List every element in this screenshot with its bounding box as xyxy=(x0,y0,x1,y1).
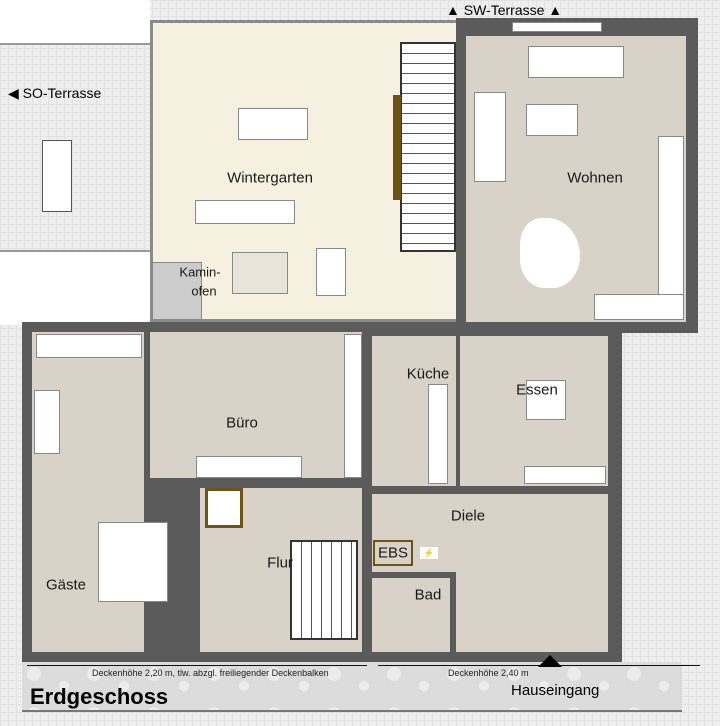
bench xyxy=(524,466,606,484)
floor-title: Erdgeschoss xyxy=(30,684,169,709)
bed xyxy=(98,522,168,602)
armchair xyxy=(316,248,346,296)
garden-strip xyxy=(0,250,150,325)
label-gaeste: Gäste xyxy=(45,576,87,594)
label-wohnen: Wohnen xyxy=(567,169,623,187)
window xyxy=(512,22,602,32)
label-buero: Büro xyxy=(226,414,258,432)
label-wintergarten: Wintergarten xyxy=(227,169,313,187)
kitchen-counter xyxy=(428,384,448,484)
entrance-arrow-icon xyxy=(538,655,562,667)
stair-small xyxy=(205,488,243,528)
sw-terrace-text: SW-Terrasse xyxy=(463,2,545,18)
sofa xyxy=(474,92,506,182)
label-diele: Diele xyxy=(450,507,486,525)
lightning-icon: ⚡ xyxy=(420,547,438,559)
terrace-table xyxy=(42,140,72,212)
cabinet xyxy=(344,334,362,478)
so-terrace-text: SO-Terrasse xyxy=(22,85,102,101)
label-flur: Flur xyxy=(267,554,293,572)
bottom-pavement xyxy=(22,662,682,712)
shelf xyxy=(36,334,142,358)
label-ebs: EBS xyxy=(377,544,409,562)
dimension-line-left xyxy=(27,665,367,666)
cowhide-rug xyxy=(520,218,580,288)
sofa xyxy=(528,46,624,78)
desk xyxy=(34,390,60,454)
label-essen: Essen xyxy=(516,381,558,399)
ceiling-height-right: Deckenhöhe 2,40 m xyxy=(448,668,529,678)
room-bad xyxy=(372,572,456,652)
staircase-upper xyxy=(400,42,456,252)
room-buero xyxy=(150,332,362,478)
label-kueche: Küche xyxy=(406,365,450,383)
entrance-label: Hauseingang xyxy=(511,682,600,699)
ebs-box xyxy=(373,540,413,566)
room-gaeste xyxy=(32,332,144,652)
kaminofen xyxy=(152,262,202,320)
dining-table xyxy=(238,108,308,140)
dining-table xyxy=(526,380,566,420)
corner-bench xyxy=(658,136,684,296)
sw-terrace-label: ▲ SW-Terrasse ▲ xyxy=(446,2,563,18)
sideboard xyxy=(196,456,302,478)
corner-bench xyxy=(594,294,684,320)
staircase-lower xyxy=(290,540,358,640)
label-bad: Bad xyxy=(414,586,442,604)
neighbor-wall xyxy=(0,0,150,45)
ceiling-height-left: Deckenhöhe 2,20 m, tlw. abzgl. freiliege… xyxy=(92,668,329,678)
label-kaminofen-1: Kamin- xyxy=(179,264,221,280)
label-kaminofen-2: ofen xyxy=(191,283,217,299)
sofa xyxy=(195,200,295,224)
so-terrace-label: ◀ SO-Terrasse xyxy=(8,85,102,101)
rug xyxy=(232,252,288,294)
coffee-table xyxy=(526,104,578,136)
stair-railing xyxy=(393,95,401,200)
